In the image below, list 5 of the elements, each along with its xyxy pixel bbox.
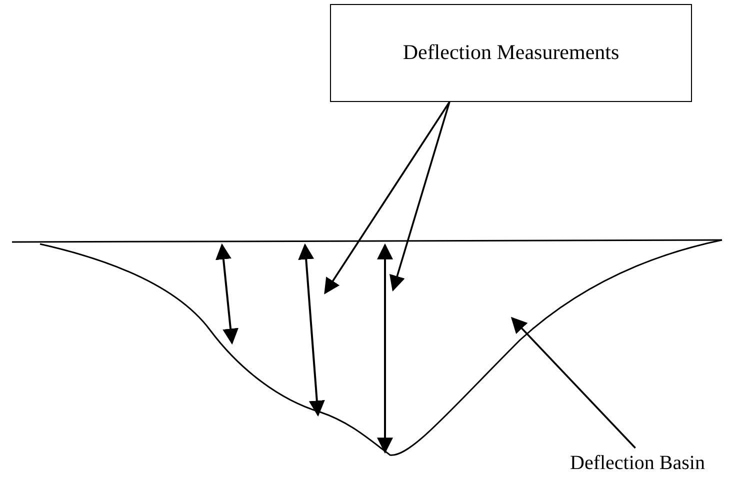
leader-arrow [324, 102, 450, 294]
label-box: Deflection Measurements [330, 4, 692, 102]
text-label: Deflection Basin [528, 448, 747, 478]
leader-arrow [389, 102, 450, 292]
leader-arrow [510, 316, 636, 449]
